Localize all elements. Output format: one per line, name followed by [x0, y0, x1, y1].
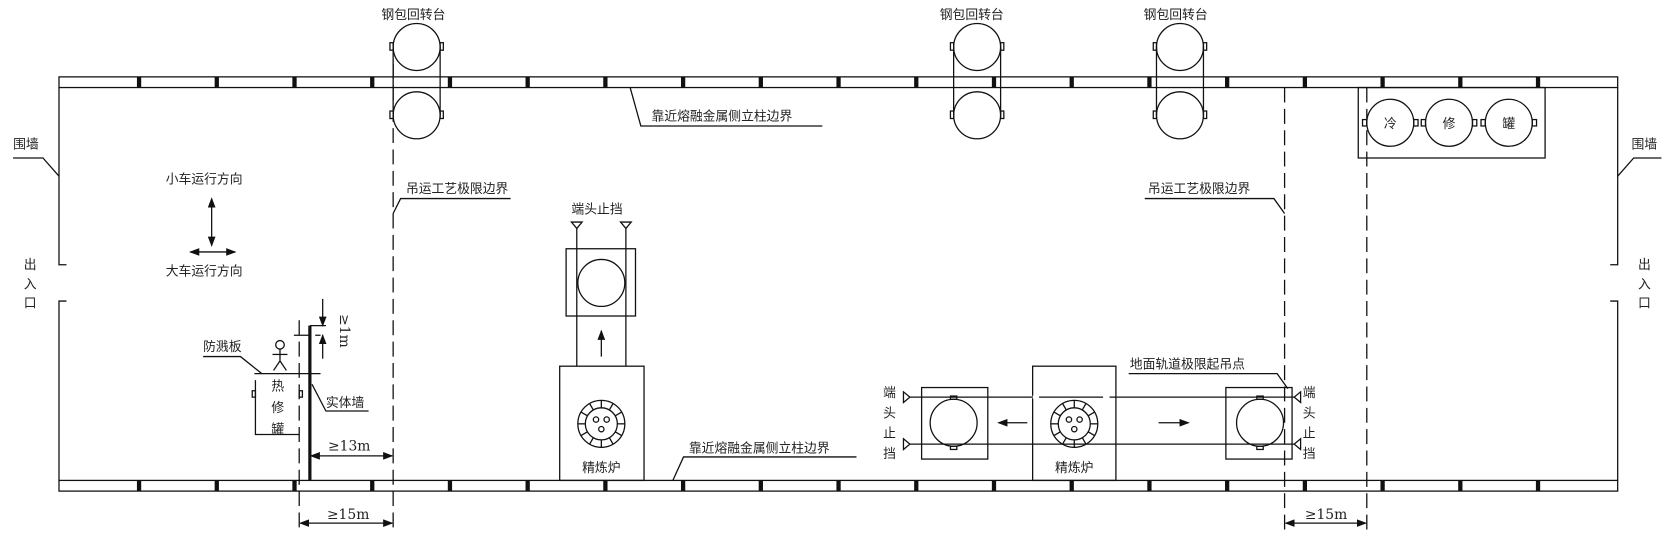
refining-furnace-center: 端头止挡 精炼炉 — [559, 203, 645, 482]
left-enclosure-wall: 围墙 出 入 口 — [13, 87, 67, 481]
column-marker — [758, 76, 763, 88]
column-marker — [1069, 480, 1074, 492]
column-marker — [292, 480, 297, 492]
hoist-limit-label: 吊运工艺极限边界 — [1148, 182, 1251, 197]
ladle-turret — [949, 22, 1005, 140]
cold-repair-tank-label: 修 — [1443, 117, 1456, 132]
column-marker — [991, 480, 997, 492]
ladle-car — [920, 386, 989, 460]
end-stop-label: 头 — [1303, 406, 1316, 421]
end-stop-icon — [902, 390, 911, 451]
column-marker — [836, 480, 841, 492]
column-marker — [525, 480, 530, 492]
top-column-rail — [58, 76, 1619, 89]
cold-repair-tank-label: 冷 — [1384, 117, 1397, 132]
hoist-limit-label: 吊运工艺极限边界 — [406, 182, 509, 197]
column-marker — [214, 76, 219, 88]
person-icon — [272, 339, 288, 371]
column-marker — [991, 76, 997, 88]
end-stop-label: 端 — [883, 386, 896, 401]
column-marker — [1302, 480, 1308, 492]
ladle-car — [1225, 386, 1293, 460]
dimension-15m: ≥15m — [327, 507, 369, 523]
end-stop-icon — [1293, 390, 1302, 451]
column-marker — [1458, 76, 1463, 88]
column-marker — [680, 76, 686, 88]
column-marker — [1535, 480, 1541, 492]
column-marker — [1225, 76, 1230, 88]
column-marker — [525, 76, 530, 88]
column-marker — [914, 480, 919, 492]
column-marker — [1147, 76, 1152, 88]
refining-furnace-label: 精炼炉 — [1055, 461, 1093, 476]
column-marker — [136, 480, 142, 492]
furnace-icon — [577, 399, 626, 448]
end-stop-label: 端头止挡 — [571, 203, 622, 218]
entrance-label: 出 — [1638, 258, 1651, 273]
column-marker — [292, 76, 297, 88]
column-marker — [1535, 76, 1541, 88]
column-marker — [1147, 480, 1152, 492]
entrance-label: 入 — [24, 277, 37, 292]
column-marker — [1069, 76, 1074, 88]
column-marker — [603, 76, 608, 88]
entrance-label: 出 — [24, 258, 37, 273]
column-marker — [1380, 76, 1385, 88]
column-marker — [758, 480, 763, 492]
cold-repair-tank-label: 罐 — [1502, 117, 1515, 132]
crane-direction-label: 大车运行方向 — [166, 263, 243, 279]
column-boundary-label: 靠近熔融金属侧立柱边界 — [689, 441, 830, 457]
column-marker — [1225, 480, 1230, 492]
ground-track-area: 端 头 止 挡 端 头 止 挡 精炼炉 地面轨道极限起吊点 ≥15m — [883, 357, 1368, 527]
column-marker — [680, 480, 686, 492]
entrance-label: 口 — [1638, 296, 1651, 311]
dimension-13m: ≥13m — [328, 439, 370, 455]
dimension-15m: ≥15m — [1305, 507, 1347, 523]
column-marker — [1380, 480, 1385, 492]
splash-guard-label: 防溅板 — [203, 339, 242, 355]
solid-wall-label: 实体墙 — [326, 396, 365, 411]
column-marker — [1458, 480, 1463, 492]
ladle-turret — [389, 22, 444, 140]
column-marker — [914, 76, 919, 88]
ladle-car — [565, 248, 637, 317]
end-stop-icon — [570, 221, 633, 230]
right-enclosure-wall: 围墙 出 入 口 — [1610, 87, 1662, 481]
column-marker — [136, 76, 142, 88]
column-marker — [370, 480, 375, 492]
ladle-turret-label: 钢包回转台 — [381, 8, 445, 23]
column-marker — [214, 480, 219, 492]
bottom-column-rail — [58, 479, 1619, 492]
min-height-dimension: ≥1m — [336, 314, 352, 348]
cold-repair-area: 冷 修 罐 — [1357, 86, 1546, 159]
end-stop-label: 止 — [883, 427, 896, 442]
column-marker — [1302, 76, 1308, 88]
end-stop-label: 头 — [883, 406, 896, 421]
hot-repair-tank-label: 罐 — [271, 422, 284, 437]
ladle-turret — [1152, 22, 1208, 140]
entrance-label: 口 — [24, 296, 37, 311]
column-marker — [603, 480, 608, 492]
column-marker — [836, 76, 841, 88]
refining-furnace-label: 精炼炉 — [582, 461, 620, 476]
end-stop-label: 挡 — [883, 447, 896, 462]
trolley-direction-label: 小车运行方向 — [166, 172, 243, 188]
ground-track-limit-label: 地面轨道极限起吊点 — [1130, 357, 1245, 372]
column-marker — [447, 480, 453, 492]
end-stop-label: 止 — [1303, 427, 1316, 442]
entrance-label: 入 — [1638, 277, 1651, 292]
ladle-turret-label: 钢包回转台 — [940, 8, 1004, 23]
end-stop-label: 挡 — [1303, 447, 1316, 462]
ladle-turret-label: 钢包回转台 — [1144, 8, 1208, 23]
wall-label: 围墙 — [13, 137, 39, 152]
column-marker — [370, 76, 375, 88]
end-stop-label: 端 — [1303, 386, 1316, 401]
furnace-icon — [1050, 399, 1099, 448]
wall-label: 围墙 — [1632, 137, 1658, 152]
hot-repair-tank-label: 修 — [271, 401, 284, 416]
column-marker — [447, 76, 453, 88]
column-boundary-label: 靠近熔融金属侧立柱边界 — [652, 109, 793, 125]
hot-repair-area: 防溅板 热 修 罐 ≥1m 实体墙 ≥13m ≥15m — [203, 298, 394, 527]
hot-repair-tank-label: 热 — [271, 380, 284, 395]
